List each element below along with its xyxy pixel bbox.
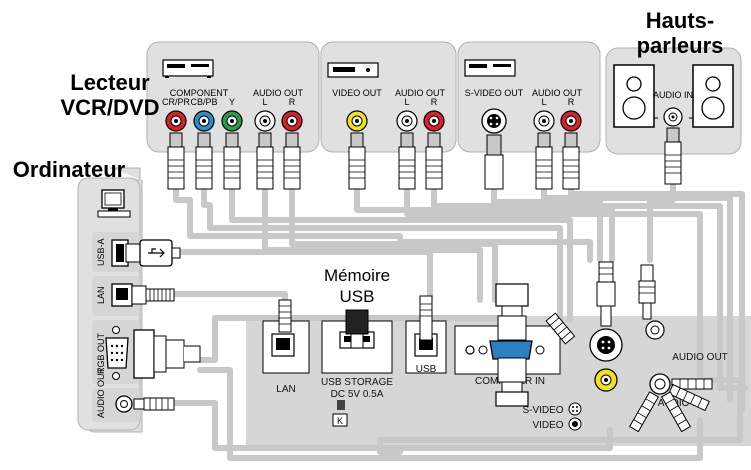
video-symbol-icon [568,417,582,431]
vga-plug-top [495,283,529,341]
rgb-out-plug [133,329,155,379]
speaker-left-icon [613,64,655,128]
cr-pr-label: CR/PR [162,97,191,107]
lan-plug [131,285,147,305]
speaker-right-icon [692,64,734,128]
projector-audio-out-socket [645,320,665,340]
projector-s-video-label: S-VIDEO [522,405,563,416]
audio-r-jack-2 [423,110,445,132]
usb-storage-rating: DC 5V 0.5A [331,389,384,400]
usb-memory-stick-icon [345,309,369,349]
computer-label: Ordinateur [12,157,126,182]
vcr-icon-3 [464,59,516,77]
cables [157,183,748,461]
projector-usb-plug [419,295,433,341]
rca-plugs-top [167,127,682,190]
vcr-icon-2 [327,62,379,78]
projector-lan-label: LAN [276,384,295,395]
computer-in-socket [489,340,533,360]
rgb-out-label: RGB OUT [96,332,106,374]
usb-storage-label: USB STORAGE [321,377,393,388]
projector-lan-plug [278,299,292,333]
audio-out-label-2: AUDIO OUT [395,88,446,98]
audio-out-label-3: AUDIO OUT [532,88,583,98]
audio-r-label-1: R [289,97,296,107]
speaker-audio-in-label: AUDIO IN [653,90,693,100]
projector-s-video-socket [589,328,623,362]
audio-r-jack-3 [560,110,582,132]
computer-audio-out-text: AUDIO OUT [96,367,106,418]
audio-l-label-3: L [541,97,546,107]
projector-usb-label: USB [416,364,437,375]
component-plug-diag [545,312,576,345]
component-label: COMPONENT [170,88,229,98]
y-label: Y [229,97,235,107]
projector-audio-in-socket [649,373,671,395]
usb-a-label: USB-A [96,238,106,266]
cb-pb-jack [193,110,215,132]
audio-r-label-3: R [568,97,575,107]
cr-pr-jack [165,110,187,132]
video-plug-top [638,264,656,320]
projector-video-label: VIDEO [532,420,563,431]
video-out-jack [346,110,368,132]
audio-l-label-1: L [262,97,267,107]
y-jack [221,110,243,132]
lan-label: LAN [96,286,106,304]
speaker-audio-in-jack [663,107,683,127]
speakers-label: Hauts- parleurs [636,8,724,58]
vcr-dvd-label: Lecteur VCR/DVD [60,70,160,120]
audio-r-label-2: R [431,97,438,107]
s-video-plug [596,261,616,327]
audio-l-jack-3 [533,110,555,132]
s-video-out-jack [481,108,507,134]
rca-ports-top [165,107,683,134]
computer-audio-plug [133,398,145,410]
svg-text:K: K [337,416,343,426]
audio-in-plugs [628,378,713,433]
projector-audio-out-label: AUDIO OUT [672,352,728,363]
usb-a-plug [125,243,141,263]
audio-l-jack-1 [254,110,276,132]
usb-memory-label: Mémoire USB [323,266,391,306]
s-video-symbol-icon [568,402,582,416]
computer-icon [97,189,131,218]
projector-audio-in-label: AUDIO IN [658,398,702,409]
vcr-icon-1 [162,59,214,78]
audio-l-jack-2 [396,110,418,132]
audio-l-label-2: L [404,97,409,107]
vga-plug-bottom [495,357,529,407]
speaker-audio-in-text: AUDIO IN [653,90,693,100]
cb-pb-label: CB/PB [190,97,217,107]
audio-r-jack-1 [281,110,303,132]
video-out-label: VIDEO OUT [332,88,382,98]
projector-video-socket [594,368,618,392]
lock-icon: K [332,400,348,427]
audio-out-label-1: AUDIO OUT [253,88,304,98]
computer-audio-out-label: AUDIO OUT [96,367,106,418]
s-video-out-label: S-VIDEO OUT [465,88,524,98]
usb-icon [148,248,165,258]
